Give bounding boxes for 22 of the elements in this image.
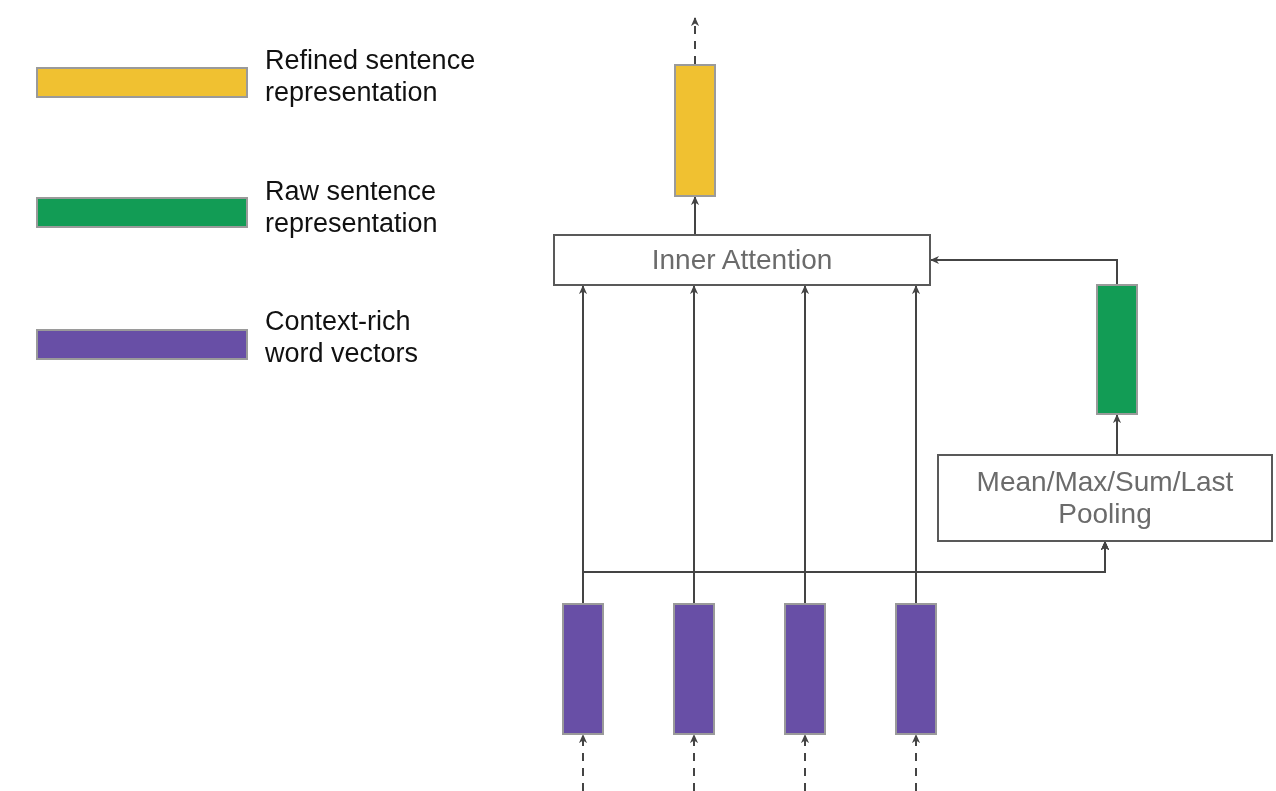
vector-bar — [784, 603, 826, 735]
arrow — [800, 734, 810, 791]
arrow — [930, 255, 1118, 285]
arrow — [1112, 414, 1122, 455]
vector-bar — [674, 64, 716, 197]
arrow — [690, 17, 700, 65]
process-box — [937, 454, 1273, 542]
vector-bar — [562, 603, 604, 735]
arrow — [911, 734, 921, 791]
process-box — [553, 234, 931, 286]
vector-bar — [895, 603, 937, 735]
legend-label: Raw sentence representation — [265, 176, 439, 240]
legend-label: Refined sentence representation — [265, 45, 477, 109]
vector-bar — [673, 603, 715, 735]
box-label: Inner Attention — [651, 243, 833, 277]
vector-bar — [1096, 284, 1138, 415]
legend-label: Context-rich word vectors — [265, 306, 420, 370]
box-label: Mean/Max/Sum/Last Pooling — [975, 465, 1235, 531]
arrow — [915, 541, 1110, 604]
arrow — [689, 734, 699, 791]
arrow — [578, 734, 588, 791]
arrow — [690, 196, 700, 235]
